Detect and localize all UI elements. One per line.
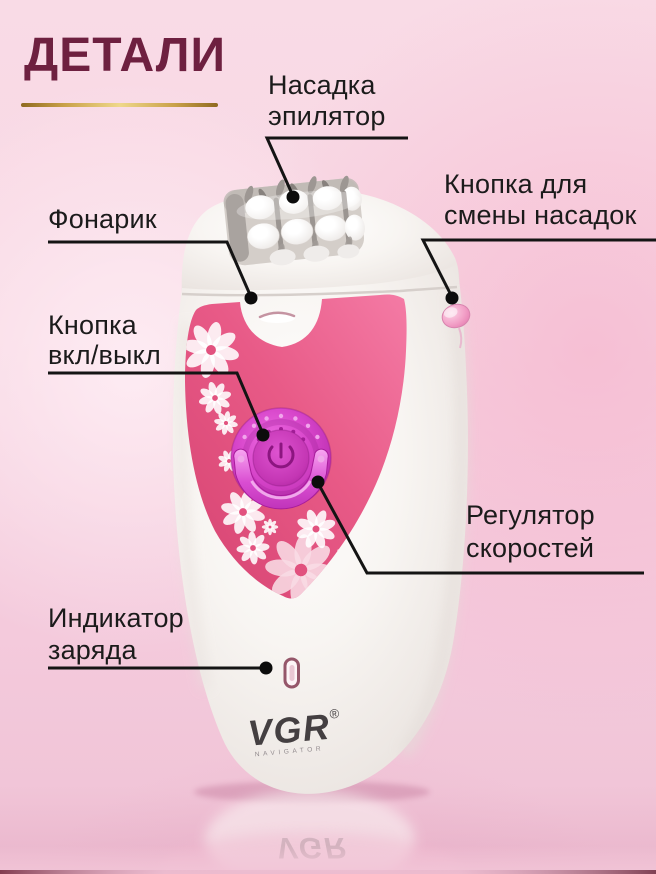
- label-line: заряда: [48, 635, 137, 665]
- callout-power-button: [48, 371, 265, 435]
- callout-change-button: [420, 238, 656, 298]
- label-line: Индикатор: [48, 603, 184, 633]
- label-attachment: Насадка эпилятор: [268, 70, 386, 132]
- gold-divider: [21, 103, 218, 107]
- power-dial: [230, 407, 332, 510]
- label-line: вкл/выкл: [48, 340, 161, 370]
- label-speed-regulator: Регулятор скоростей: [466, 499, 595, 565]
- label-line: Кнопка для: [444, 169, 588, 199]
- label-charge-indicator: Индикатор заряда: [48, 602, 184, 666]
- callout-attachment: [264, 136, 408, 197]
- label-line: Кнопка: [48, 310, 137, 340]
- floor-reflection: VGR: [0, 781, 656, 874]
- label-line: скоростей: [466, 533, 595, 563]
- speed-lever: [233, 448, 329, 510]
- label-line: смены насадок: [444, 200, 637, 230]
- flashlight-window: [258, 311, 296, 323]
- charge-led: [283, 657, 300, 689]
- callout-lines: [48, 136, 656, 670]
- label-line: Регулятор: [466, 500, 595, 530]
- power-icon: [267, 442, 295, 469]
- head-body-seam: [181, 285, 458, 297]
- label-flashlight: Фонарик: [48, 204, 157, 235]
- label-power-button: Кнопка вкл/выкл: [48, 310, 161, 370]
- registered-mark: ®: [329, 706, 340, 722]
- label-line: эпилятор: [268, 101, 386, 131]
- label-change-attachment-button: Кнопка для смены насадок: [444, 169, 637, 231]
- label-line: Фонарик: [48, 204, 157, 234]
- epilator-roller: [223, 175, 365, 266]
- label-line: Насадка: [268, 70, 376, 100]
- callout-dots: [244, 190, 459, 675]
- attachment-release-button: [441, 303, 471, 329]
- brand-logo: VGR ® NAVIGATOR: [246, 706, 340, 759]
- page-title: ДЕТАЛИ: [24, 29, 226, 82]
- callout-flashlight: [48, 240, 253, 298]
- callout-speed-regulator: [316, 482, 644, 575]
- brand-name: VGR: [246, 706, 332, 754]
